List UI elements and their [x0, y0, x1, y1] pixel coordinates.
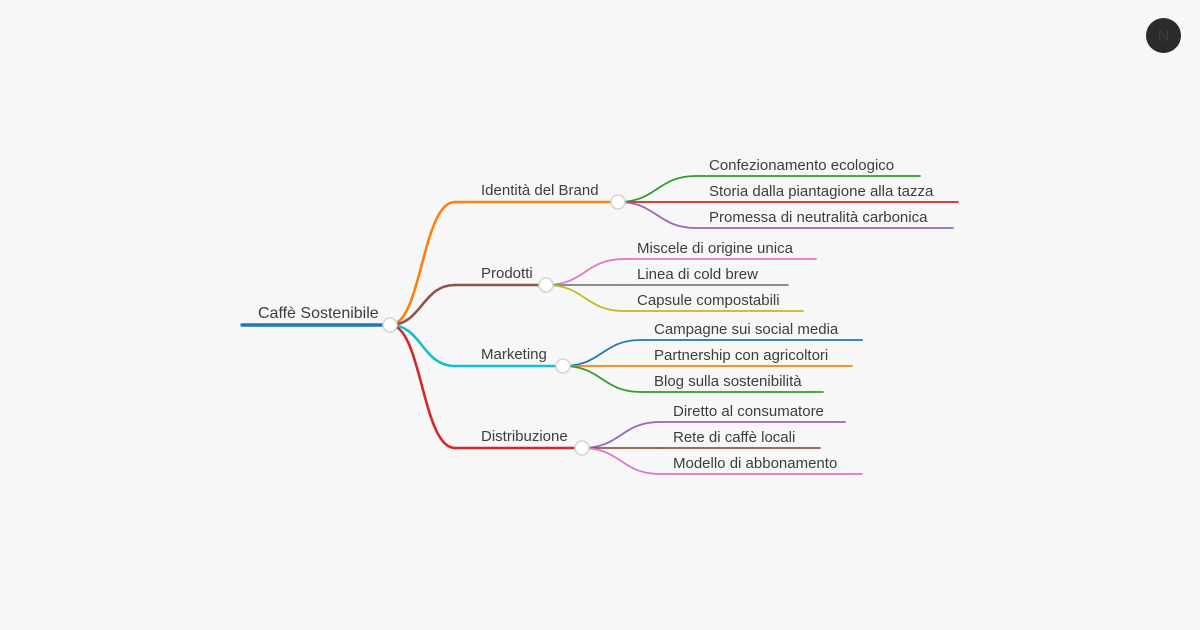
marketing-toggle-circle[interactable]	[555, 358, 571, 374]
link-root-distribuzione	[388, 323, 457, 450]
leaf-label: Diretto al consumatore	[673, 403, 824, 420]
branch-label: Marketing	[481, 346, 547, 363]
link-root-identita-del-brand	[388, 200, 457, 327]
link-marketing-campagne	[562, 339, 642, 367]
link-marketing-blog	[562, 365, 642, 393]
leaf-partnership-agricoltori: Partnership con agricoltori	[640, 347, 853, 367]
branch-label: Distribuzione	[481, 428, 568, 445]
distribuzione-toggle-circle[interactable]	[574, 440, 590, 456]
leaf-modello-abbonamento: Modello di abbonamento	[659, 455, 863, 475]
link-prodotti-capsule	[545, 284, 625, 312]
node-root: Caffè Sostenibile	[240, 305, 391, 327]
leaf-rete-caffe-locali: Rete di caffè locali	[659, 429, 821, 449]
leaf-storia-piantagione-tazza: Storia dalla piantagione alla tazza	[695, 183, 959, 203]
link-root-marketing	[388, 323, 457, 368]
link-identita-promessa	[617, 201, 697, 229]
root-label: Caffè Sostenibile	[258, 305, 379, 322]
identita-toggle-circle[interactable]	[610, 194, 626, 210]
leaf-label: Campagne sui social media	[654, 321, 839, 338]
link-identita-confezionamento	[617, 175, 697, 203]
leaf-diretto-al-consumatore: Diretto al consumatore	[659, 403, 846, 423]
link-distribuzione-diretto	[581, 421, 661, 449]
leaf-label: Partnership con agricoltori	[654, 347, 828, 364]
link-root-prodotti	[388, 283, 457, 327]
leaf-campagne-social-media: Campagne sui social media	[640, 321, 863, 341]
leaf-label: Rete di caffè locali	[673, 429, 795, 446]
branch-label: Prodotti	[481, 265, 533, 282]
leaf-confezionamento-ecologico: Confezionamento ecologico	[695, 157, 921, 177]
logo-badge: N	[1146, 18, 1181, 53]
root-toggle-circle[interactable]	[382, 317, 398, 333]
node-marketing: Marketing	[453, 346, 565, 368]
leaf-promessa-neutralita-carbonica: Promessa di neutralità carbonica	[695, 209, 954, 229]
leaf-label: Capsule compostabili	[637, 292, 780, 309]
logo-letter: N	[1158, 28, 1170, 45]
branch-label: Identità del Brand	[481, 182, 599, 199]
link-prodotti-miscele	[545, 258, 625, 286]
link-distribuzione-modello	[581, 447, 661, 475]
node-prodotti: Prodotti	[453, 265, 548, 287]
leaf-label: Storia dalla piantagione alla tazza	[709, 183, 934, 200]
logo-circle	[1146, 18, 1181, 53]
leaf-label: Modello di abbonamento	[673, 455, 837, 472]
node-distribuzione: Distribuzione	[453, 428, 584, 450]
leaf-label: Promessa di neutralità carbonica	[709, 209, 928, 226]
leaf-label: Linea di cold brew	[637, 266, 758, 283]
leaf-label: Miscele di origine unica	[637, 240, 794, 257]
prodotti-toggle-circle[interactable]	[538, 277, 554, 293]
leaf-label: Blog sulla sostenibilità	[654, 373, 802, 390]
leaf-blog-sostenibilita: Blog sulla sostenibilità	[640, 373, 824, 393]
leaf-label: Confezionamento ecologico	[709, 157, 894, 174]
leaf-linea-cold-brew: Linea di cold brew	[623, 266, 789, 286]
node-identita-del-brand: Identità del Brand	[453, 182, 620, 204]
leaf-miscele-origine-unica: Miscele di origine unica	[623, 240, 817, 260]
leaf-capsule-compostabili: Capsule compostabili	[623, 292, 804, 312]
